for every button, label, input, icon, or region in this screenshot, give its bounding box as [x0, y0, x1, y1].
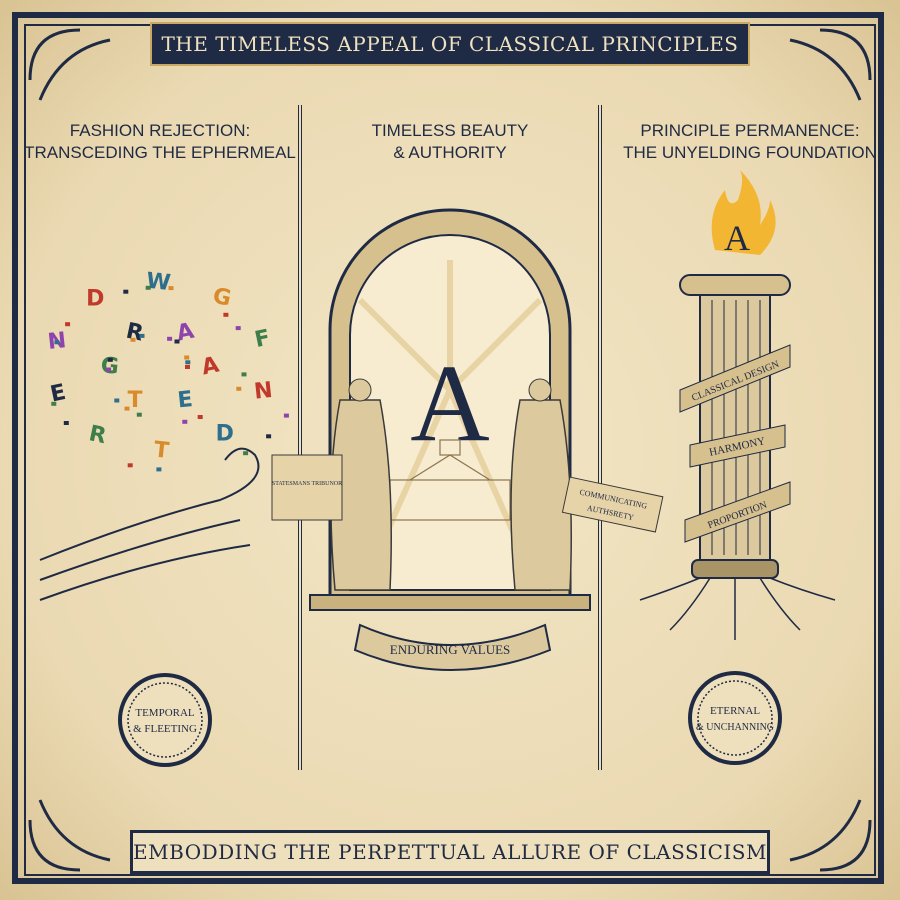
scattered-letter: T — [127, 388, 142, 413]
debris-fragment — [185, 365, 190, 369]
page-title: THE TIMELESS APPEAL OF CLASSICAL PRINCIP… — [161, 32, 739, 56]
debris-fragment — [139, 333, 145, 338]
panel-heading-fashion: FASHION REJECTION: TRANSCEDING THE EPHER… — [20, 120, 300, 164]
ribbon-banner — [353, 623, 552, 671]
scroll-right: COMMUNICATING AUTHSRETY — [561, 476, 664, 533]
scattered-letter: R — [124, 319, 146, 347]
title-banner: THE TIMELESS APPEAL OF CLASSICAL PRINCIP… — [150, 22, 750, 66]
panel-heading-beauty: TIMELESS BEAUTY & AUTHORITY — [310, 120, 590, 164]
debris-fragment — [241, 372, 247, 377]
flame-letter: A — [724, 218, 750, 258]
debris-fragment — [106, 367, 112, 372]
debris-fragment — [114, 398, 120, 403]
debris-fragment — [145, 285, 151, 290]
scattered-letter: D — [86, 287, 104, 312]
debris-fragment — [236, 386, 242, 391]
debris-fragment — [54, 340, 60, 345]
divider-right — [598, 105, 602, 770]
medallion-eternal: ETERNAL & UNCHANNING — [688, 671, 782, 765]
debris-fragment — [197, 415, 203, 419]
debris-fragment — [123, 289, 129, 294]
debris-fragment — [184, 355, 190, 360]
scattered-letter: N — [253, 378, 274, 405]
debris-fragment — [182, 419, 188, 424]
scroll-left — [271, 454, 343, 521]
debris-fragment — [124, 406, 130, 411]
debris-fragment — [130, 337, 136, 342]
scattered-letter: W — [145, 269, 172, 296]
heading-line: PRINCIPLE PERMANENCE: — [640, 121, 860, 140]
spiral-ribbons: CLASSICAL DESIGN HARMONY PROPORTION — [679, 344, 791, 543]
debris-fragment — [167, 336, 173, 341]
medallion-text: ETERNAL — [710, 705, 760, 717]
classical-arch: A STATESMANS TRIBUNOR COMMUNICATING AUTH… — [271, 208, 664, 671]
scattered-letter: G — [100, 353, 121, 380]
debris-fragment — [63, 421, 69, 425]
scattered-letter: E — [176, 387, 194, 413]
scattered-letter: D — [216, 421, 234, 446]
wind-swirl — [39, 447, 260, 601]
central-letter: A — [410, 342, 489, 464]
roots — [639, 577, 836, 640]
statue-right — [510, 399, 572, 591]
footer-text: EMBODDING THE PERPETTUAL ALLURE OF CLASS… — [133, 840, 767, 864]
scattered-letter: E — [48, 380, 68, 408]
corner-ornaments — [28, 28, 872, 872]
ribbon-text: ENDURING VALUES — [390, 642, 511, 657]
ionic-column: A CLASSICAL DESIGN HARMONY PROPORTION — [639, 170, 836, 640]
debris-fragment — [243, 451, 249, 456]
scattered-letter: F — [253, 325, 273, 353]
scattered-letter: A — [174, 319, 196, 347]
debris-fragment — [266, 434, 272, 439]
divider-left — [298, 105, 302, 770]
flame-icon — [711, 170, 776, 255]
debris-fragment — [174, 339, 180, 344]
scroll-text: STATESMANS TRIBUNOR — [272, 481, 342, 487]
outer-border — [12, 12, 884, 884]
scattered-letter: G — [210, 284, 233, 312]
heading-line: FASHION REJECTION: — [69, 121, 251, 140]
heading-line: TIMELESS BEAUTY — [371, 121, 529, 140]
scattered-letter: R — [87, 421, 109, 449]
debris-fragment — [107, 357, 113, 362]
panel-heading-permanence: PRINCIPLE PERMANENCE: THE UNYELDING FOUN… — [610, 120, 890, 164]
medallion-temporal: TEMPORAL & FLEETING — [118, 673, 212, 767]
debris-fragment — [283, 413, 289, 418]
debris-fragment — [136, 412, 142, 417]
debris-fragment — [127, 463, 133, 468]
debris-fragment — [168, 286, 174, 291]
footer-banner: EMBODDING THE PERPETTUAL ALLURE OF CLASS… — [130, 830, 770, 874]
debris-fragment — [65, 322, 71, 327]
medallion-text: & FLEETING — [133, 723, 197, 735]
heading-line: THE UNYELDING FOUNDATION — [623, 143, 877, 162]
letter-explosion: AETGRANDTRENDWGF — [46, 269, 289, 472]
debris-fragment — [223, 312, 229, 317]
medallion-text: & UNCHANNING — [696, 722, 774, 733]
debris-fragment — [185, 360, 191, 365]
debris-fragment — [156, 467, 162, 472]
scattered-letter: A — [199, 352, 221, 380]
debris-fragment — [51, 401, 57, 406]
scattered-letter: T — [153, 437, 171, 463]
medallion-text: TEMPORAL — [135, 707, 195, 719]
heading-line: TRANSCEDING THE EPHERMEAL — [24, 143, 296, 162]
debris-fragment — [235, 326, 241, 331]
heading-line: & AUTHORITY — [393, 143, 507, 162]
